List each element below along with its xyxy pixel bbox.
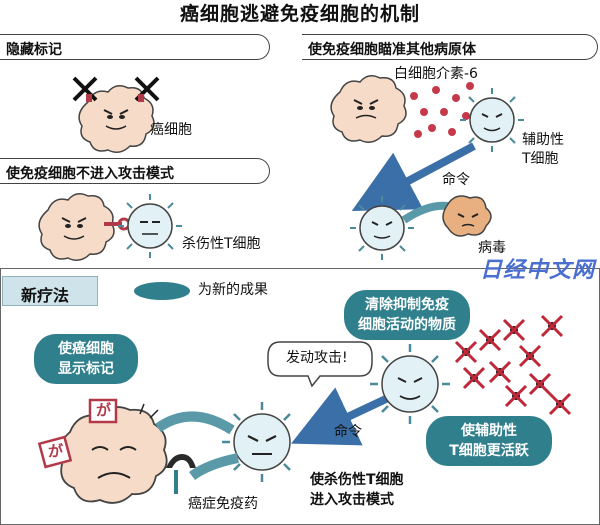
pill-remove-line1: 清除抑制免疫	[365, 297, 449, 313]
command-arrow-bottom	[291, 387, 390, 446]
removed-substances	[454, 314, 572, 416]
cancer-cell-no-attack	[38, 193, 131, 261]
hidden-marker-left	[72, 76, 98, 102]
cancer-marker-left	[37, 435, 73, 469]
pill-remove-suppressors: 清除抑制免疫 细胞活动的物质	[344, 290, 470, 340]
page-title: 癌细胞逃避免疫细胞的机制	[179, 3, 420, 25]
label-virus: 病毒	[478, 240, 506, 256]
pill-show-marker: 使癌细胞 显示标记	[34, 334, 138, 384]
sfx-ga-top: が	[96, 401, 112, 419]
pill-marker-line1: 使癌细胞	[58, 341, 114, 357]
immune-drug-icon	[166, 454, 196, 494]
cancer-cell-retarget	[330, 75, 407, 143]
label-attack: 发动攻击!	[286, 350, 348, 366]
hidden-marker-right	[134, 76, 160, 102]
section-retarget: 使免疫细胞瞄准其他病原体	[302, 34, 598, 60]
section-hide-marker: 隐藏标记	[0, 34, 270, 60]
label-cancer-cell: 癌细胞	[150, 122, 192, 138]
cancer-cell-hidden	[78, 85, 155, 153]
helper-t-cell-bottom	[370, 344, 450, 424]
label-il6: 白细胞介素-6	[394, 66, 478, 82]
label-helper-t: 辅助性	[522, 132, 564, 148]
pill-marker-line2: 显示标记	[58, 361, 114, 377]
label-command-bottom: 命令	[334, 424, 362, 440]
pill-remove-line2: 细胞活动的物质	[358, 317, 456, 333]
cancer-cell-marked	[57, 406, 168, 504]
virus-icon	[442, 195, 492, 237]
label-killer-mode-2: 进入攻击模式	[310, 492, 394, 508]
pill-activate-helper: 使辅助性 T细胞更活跃	[426, 416, 552, 466]
il6-dots	[410, 82, 474, 138]
label-killer-mode-1: 使杀伤性T细胞	[310, 472, 404, 488]
killer-t-cell-attacking	[155, 402, 302, 482]
cancer-marker-top	[88, 398, 118, 424]
label-killer-t: 杀伤性T细胞	[182, 236, 261, 252]
helper-t-cell-top	[460, 88, 524, 152]
section-no-attack: 使免疫细胞不进入攻击模式	[0, 158, 270, 184]
sfx-ga-left: が	[48, 442, 64, 460]
legend-swatch	[134, 282, 190, 300]
speech-bubble	[267, 341, 373, 388]
pill-helper-line2: T细胞更活跃	[449, 443, 529, 459]
killer-t-cell-blocked	[118, 194, 182, 258]
command-arrow-top	[351, 142, 476, 212]
label-helper-t-2: T细胞	[522, 151, 559, 167]
killer-t-cell-top	[350, 196, 458, 260]
label-immune-drug: 癌症免疫药	[188, 496, 258, 512]
label-command-top: 命令	[442, 172, 470, 188]
watermark-logo: 日经中文网	[480, 258, 596, 283]
pill-helper-line1: 使辅助性	[461, 423, 517, 439]
legend-label: 为新的成果	[198, 282, 268, 298]
new-therapy-tab: 新疗法	[2, 276, 98, 306]
